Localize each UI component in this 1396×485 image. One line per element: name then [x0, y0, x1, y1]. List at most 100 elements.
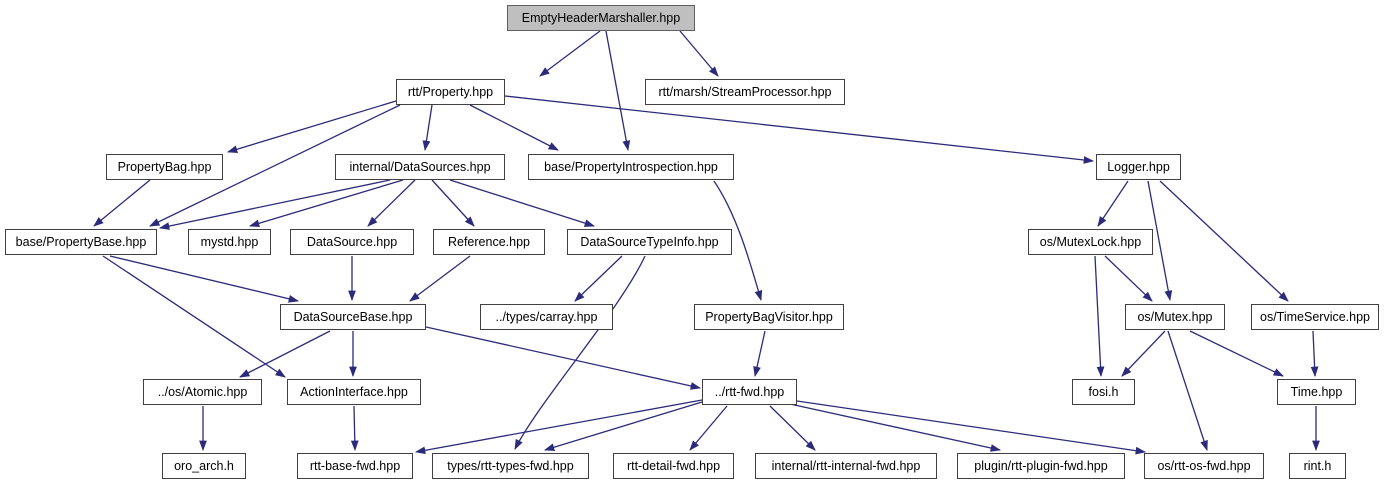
graph-edge-rttfwd-to-rttosfwd [796, 400, 1147, 455]
graph-edge-root-to-propintro [605, 30, 631, 152]
graph-edge-datasources-to-mystd [249, 179, 404, 228]
graph-edge-logger-to-mutexlock [1097, 180, 1129, 227]
graph-node-rttosfwd[interactable]: os/rtt-os-fwd.hpp [1144, 453, 1264, 479]
graph-edge-datasources-to-propertybase [158, 179, 391, 230]
graph-edge-rttfwd-to-rttpluginfwd [789, 403, 1002, 452]
graph-edge-mutexlock-to-fosi [1094, 255, 1105, 378]
graph-node-datasources[interactable]: internal/DataSources.hpp [335, 154, 505, 180]
graph-edge-actioninterface-to-rttbasefwd [350, 405, 359, 452]
graph-node-reference[interactable]: Reference.hpp [433, 229, 545, 255]
graph-edge-propertybase-to-datasourcebase [109, 255, 300, 303]
graph-edge-dstypeinfo-to-carray [574, 255, 623, 302]
graph-node-propintro[interactable]: base/PropertyIntrospection.hpp [528, 154, 734, 180]
graph-node-label: base/PropertyIntrospection.hpp [544, 159, 718, 174]
graph-node-label: ../types/carray.hpp [495, 309, 598, 324]
graph-node-propertybag[interactable]: PropertyBag.hpp [106, 154, 223, 180]
graph-edge-propertybag-to-propertybase [93, 179, 151, 227]
graph-node-label: PropertyBagVisitor.hpp [705, 309, 833, 324]
graph-edge-datasourcebase-to-rttfwd [425, 326, 702, 390]
graph-edge-property-to-propertybag [227, 100, 397, 154]
graph-edge-mutex-to-fosi [1121, 330, 1166, 377]
graph-node-property[interactable]: rtt/Property.hpp [396, 79, 505, 105]
graph-node-mutexlock[interactable]: os/MutexLock.hpp [1028, 229, 1153, 255]
graph-edge-datasources-to-reference [431, 179, 475, 227]
graph-edge-root-to-property [539, 30, 601, 77]
graph-node-label: rtt/marsh/StreamProcessor.hpp [658, 84, 832, 99]
graph-node-label: mystd.hpp [200, 234, 259, 249]
graph-node-rttbasefwd[interactable]: rtt-base-fwd.hpp [297, 453, 413, 479]
graph-node-label: ../rtt-fwd.hpp [714, 384, 785, 399]
graph-edge-mutex-to-rttosfwd [1167, 330, 1208, 451]
graph-node-label: DataSourceTypeInfo.hpp [580, 234, 719, 249]
graph-node-atomic[interactable]: ../os/Atomic.hpp [143, 379, 262, 405]
graph-edge-timeservice-to-timehpp [1310, 330, 1319, 378]
graph-node-label: internal/DataSources.hpp [349, 159, 491, 174]
graph-edge-datasources-to-datasource [367, 179, 416, 227]
graph-edge-dstypeinfo-to-rtttypesfwd [514, 255, 646, 450]
edges [93, 30, 1320, 455]
graph-node-label: os/TimeService.hpp [1260, 309, 1370, 324]
graph-node-carray[interactable]: ../types/carray.hpp [480, 304, 613, 330]
graph-node-rtttypesfwd[interactable]: types/rtt-types-fwd.hpp [432, 453, 589, 479]
graph-edge-rttfwd-to-rtttypesfwd [544, 401, 703, 451]
graph-edge-property-to-propintro [469, 104, 559, 151]
graph-node-label: rint.h [1303, 458, 1332, 473]
graph-node-label: types/rtt-types-fwd.hpp [447, 458, 574, 473]
graph-node-label: Reference.hpp [447, 234, 530, 249]
graph-node-root[interactable]: EmptyHeaderMarshaller.hpp [507, 5, 695, 31]
graph-node-label: rtt/Property.hpp [407, 84, 494, 99]
graph-node-label: PropertyBag.hpp [117, 159, 212, 174]
graph-node-label: os/rtt-os-fwd.hpp [1157, 458, 1251, 473]
graph-edge-root-to-streamproc [679, 30, 719, 77]
graph-edge-propertybase-to-actioninterface [102, 255, 286, 378]
graph-node-timehpp[interactable]: Time.hpp [1277, 379, 1356, 405]
graph-node-oroarch[interactable]: oro_arch.h [162, 453, 246, 479]
graph-node-datasource[interactable]: DataSource.hpp [290, 229, 414, 255]
graph-node-label: DataSource.hpp [306, 234, 398, 249]
graph-node-streamproc[interactable]: rtt/marsh/StreamProcessor.hpp [645, 79, 845, 105]
graph-node-label: os/MutexLock.hpp [1039, 234, 1142, 249]
graph-node-label: ../os/Atomic.hpp [157, 384, 248, 399]
graph-node-timeservice[interactable]: os/TimeService.hpp [1251, 304, 1379, 330]
graph-node-rttdetailfwd[interactable]: rtt-detail-fwd.hpp [613, 453, 734, 479]
graph-node-label: rtt-detail-fwd.hpp [626, 458, 721, 473]
graph-node-mystd[interactable]: mystd.hpp [188, 229, 271, 255]
graph-node-mutex[interactable]: os/Mutex.hpp [1125, 304, 1225, 330]
graph-node-label: oro_arch.h [174, 458, 234, 473]
graph-node-label: plugin/rtt-plugin-fwd.hpp [974, 458, 1108, 473]
graph-node-label: fosi.h [1088, 384, 1119, 399]
graph-edge-property-to-propertybase [149, 104, 401, 227]
graph-node-actioninterface[interactable]: ActionInterface.hpp [287, 379, 421, 405]
graph-edge-property-to-logger [504, 95, 1095, 164]
graph-node-label: ActionInterface.hpp [300, 384, 408, 399]
graph-edge-logger-to-timeservice [1159, 180, 1289, 302]
graph-node-label: rtt-base-fwd.hpp [309, 458, 401, 473]
graph-node-propertybase[interactable]: base/PropertyBase.hpp [5, 229, 157, 255]
graph-edge-propintro-to-bagvisitor [713, 180, 763, 301]
graph-node-fosi[interactable]: fosi.h [1072, 379, 1135, 405]
graph-node-label: internal/rtt-internal-fwd.hpp [771, 458, 921, 473]
graph-edge-mutexlock-to-mutex [1104, 255, 1153, 302]
graph-edge-bagvisitor-to-rttfwd [753, 330, 766, 378]
graph-edge-rttfwd-to-rttinternalfwd [769, 405, 816, 451]
graph-edge-logger-to-mutex [1147, 180, 1173, 302]
graph-node-rttpluginfwd[interactable]: plugin/rtt-plugin-fwd.hpp [957, 453, 1125, 479]
graph-node-logger[interactable]: Logger.hpp [1096, 154, 1181, 180]
graph-edge-datasourcebase-to-atomic [239, 330, 331, 378]
graph-node-dstypeinfo[interactable]: DataSourceTypeInfo.hpp [567, 229, 732, 255]
graph-node-rinth[interactable]: rint.h [1289, 453, 1346, 479]
graph-node-bagvisitor[interactable]: PropertyBagVisitor.hpp [694, 304, 844, 330]
graph-node-datasourcebase[interactable]: DataSourceBase.hpp [280, 304, 426, 330]
graph-node-label: DataSourceBase.hpp [293, 309, 413, 324]
graph-edge-reference-to-datasourcebase [409, 255, 471, 302]
graph-node-rttfwd[interactable]: ../rtt-fwd.hpp [702, 379, 797, 405]
graph-node-label: Time.hpp [1290, 384, 1343, 399]
graph-node-label: os/Mutex.hpp [1137, 309, 1213, 324]
graph-edge-property-to-datasources [422, 104, 433, 152]
graph-node-label: base/PropertyBase.hpp [15, 234, 147, 249]
graph-node-rttinternalfwd[interactable]: internal/rtt-internal-fwd.hpp [755, 453, 937, 479]
graph-edge-rttfwd-to-rttdetailfwd [689, 405, 728, 451]
graph-edge-rttfwd-to-rttbasefwd [414, 399, 703, 455]
graph-edge-datasources-to-dstypeinfo [449, 179, 595, 227]
